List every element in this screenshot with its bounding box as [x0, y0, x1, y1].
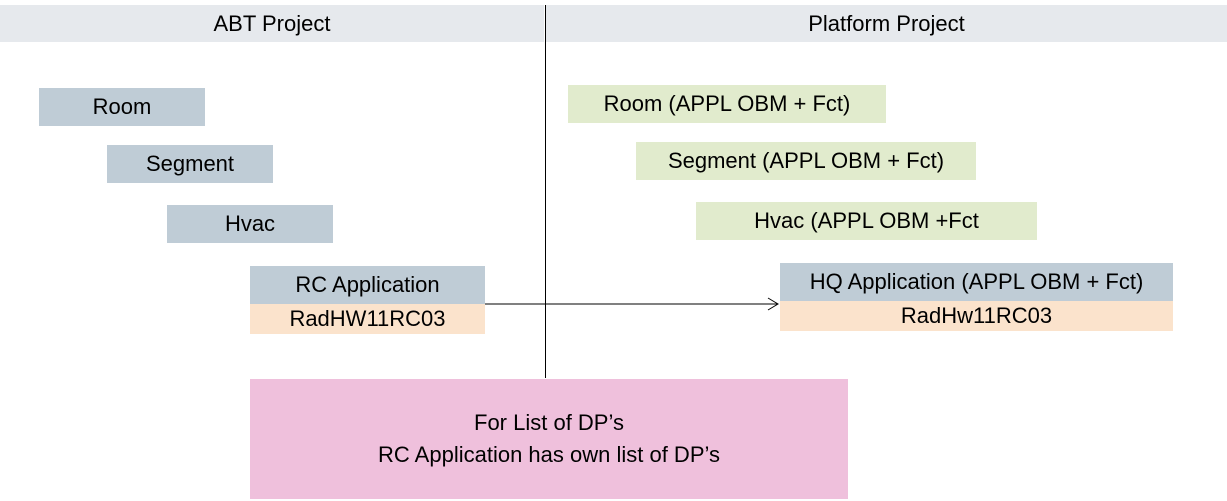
abt-rc-application-box[interactable]: RC Application: [250, 266, 485, 304]
abt-project-header: ABT Project: [0, 5, 544, 42]
column-divider: [545, 5, 546, 378]
platform-project-header: Platform Project: [546, 5, 1227, 42]
dp-list-note: For List of DP’s RC Application has own …: [250, 379, 848, 499]
abt-hardware-box[interactable]: RadHW11RC03: [250, 304, 485, 334]
note-line-2: RC Application has own list of DP’s: [378, 442, 720, 467]
platform-hq-application-box[interactable]: HQ Application (APPL OBM + Fct): [780, 263, 1173, 301]
platform-hvac-box[interactable]: Hvac (APPL OBM +Fct: [696, 202, 1037, 240]
abt-room-box[interactable]: Room: [39, 88, 205, 126]
platform-room-box[interactable]: Room (APPL OBM + Fct): [568, 85, 886, 123]
abt-hvac-box[interactable]: Hvac: [167, 205, 333, 243]
abt-segment-box[interactable]: Segment: [107, 145, 273, 183]
platform-segment-box[interactable]: Segment (APPL OBM + Fct): [636, 142, 976, 180]
note-line-1: For List of DP’s: [474, 410, 624, 435]
platform-hardware-box[interactable]: RadHw11RC03: [780, 301, 1173, 331]
